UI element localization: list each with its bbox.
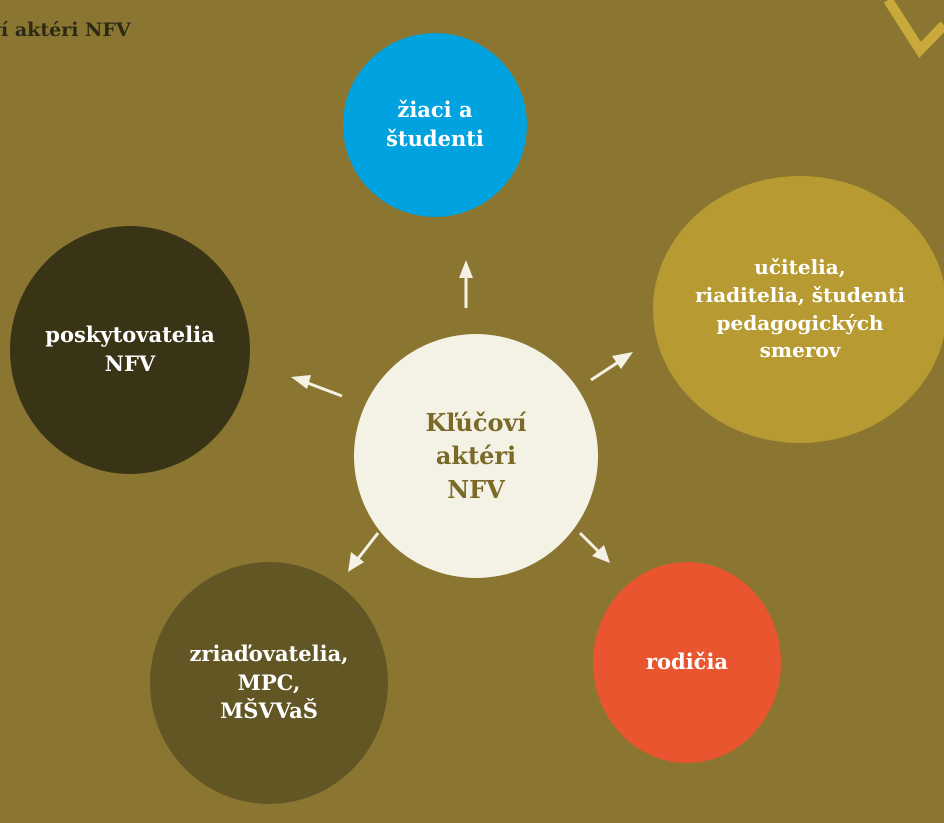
node-line: riaditelia, študenti: [695, 282, 905, 307]
node-founders: zriaďovatelia, MPC, MŠVVaŠ: [150, 562, 388, 804]
node-providers-label: poskytovatelia NFV: [45, 321, 214, 379]
node-students: žiaci a študenti: [343, 33, 527, 217]
node-line: MŠVVaŠ: [220, 698, 318, 724]
node-line: učitelia,: [754, 255, 846, 280]
node-line: poskytovatelia: [45, 322, 215, 348]
node-line: MPC,: [237, 669, 301, 695]
arrow-to-students: [459, 260, 473, 308]
node-center: Kľúčoví aktéri NFV: [354, 334, 598, 578]
node-line: študenti: [386, 126, 484, 151]
node-line: NFV: [447, 474, 505, 504]
arrow-to-teachers: [590, 352, 633, 382]
node-teachers-label: učitelia, riaditelia, študenti pedagogic…: [695, 254, 905, 364]
node-line: NFV: [104, 351, 156, 376]
node-students-label: žiaci a študenti: [386, 96, 484, 154]
node-providers: poskytovatelia NFV: [10, 226, 250, 474]
node-line: Kľúčoví: [425, 408, 527, 438]
node-center-label: Kľúčoví aktéri NFV: [425, 406, 526, 505]
node-parents-label: rodičia: [646, 648, 728, 677]
arrow-to-parents: [578, 531, 610, 563]
node-line: pedagogických: [716, 310, 884, 335]
diagram-caption: ví aktéri NFV: [0, 19, 131, 41]
corner-zigzag-decoration: [883, 0, 944, 59]
arrow-to-providers: [291, 375, 343, 398]
node-line: zriaďovatelia,: [189, 640, 349, 666]
node-line: smerov: [759, 338, 841, 363]
node-line: aktéri: [435, 441, 517, 471]
node-teachers: učitelia, riaditelia, študenti pedagogic…: [653, 176, 944, 443]
node-parents: rodičia: [593, 562, 781, 763]
node-line: rodičia: [645, 649, 729, 675]
arrow-to-founders: [348, 532, 380, 572]
node-founders-label: zriaďovatelia, MPC, MŠVVaŠ: [189, 640, 348, 727]
node-line: žiaci a: [397, 97, 473, 123]
